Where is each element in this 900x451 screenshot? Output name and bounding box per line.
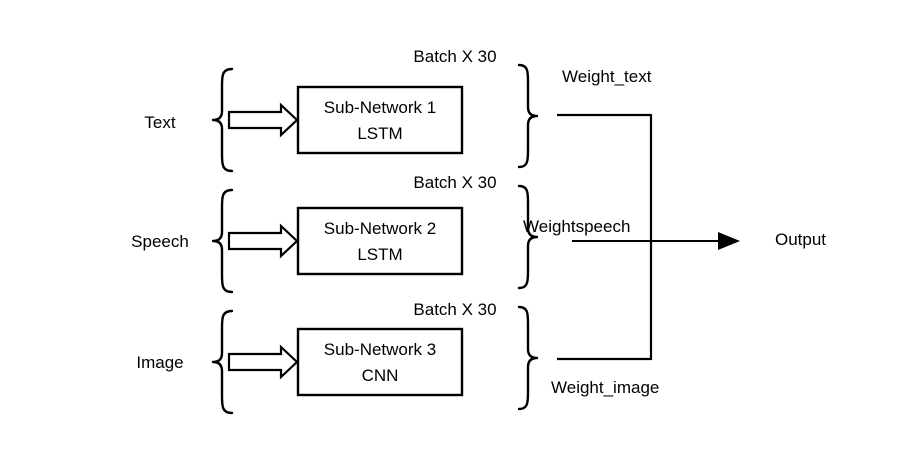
weight-label-image: Weight_image bbox=[551, 378, 659, 397]
row-text bbox=[211, 63, 651, 173]
left-brace-text bbox=[211, 67, 234, 173]
fusion-bus-group bbox=[572, 114, 740, 360]
subnetwork-3-title: Sub-Network 3 bbox=[324, 340, 436, 359]
left-brace-speech bbox=[211, 188, 234, 294]
left-brace-image bbox=[211, 309, 234, 415]
weight-label-text: Weight_text bbox=[562, 67, 652, 86]
batch-label-1: Batch X 30 bbox=[413, 47, 496, 66]
block-arrow-image bbox=[227, 344, 299, 380]
right-brace-speech bbox=[517, 184, 539, 290]
right-brace-text bbox=[517, 63, 539, 169]
output-arrow-head bbox=[718, 232, 740, 250]
right-brace-image bbox=[517, 305, 539, 411]
subnetwork-box-1 bbox=[296, 85, 464, 155]
batch-label-2: Batch X 30 bbox=[413, 173, 496, 192]
subnetwork-box-2 bbox=[296, 206, 464, 276]
weight-label-speech: Weightspeech bbox=[523, 217, 630, 236]
batch-label-3: Batch X 30 bbox=[413, 300, 496, 319]
input-label-image: Image bbox=[136, 353, 183, 372]
subnetwork-1-title: Sub-Network 1 bbox=[324, 98, 436, 117]
block-arrow-speech bbox=[227, 223, 299, 259]
input-label-text: Text bbox=[144, 113, 175, 132]
subnetwork-1-type: LSTM bbox=[357, 124, 402, 143]
output-label: Output bbox=[775, 230, 826, 249]
subnetwork-3-type: CNN bbox=[362, 366, 399, 385]
row-image bbox=[211, 305, 651, 415]
input-label-speech: Speech bbox=[131, 232, 189, 251]
subnetwork-2-type: LSTM bbox=[357, 245, 402, 264]
block-arrow-text bbox=[227, 102, 299, 138]
row-speech bbox=[211, 184, 539, 294]
subnetwork-box-3 bbox=[296, 327, 464, 397]
subnetwork-2-title: Sub-Network 2 bbox=[324, 219, 436, 238]
